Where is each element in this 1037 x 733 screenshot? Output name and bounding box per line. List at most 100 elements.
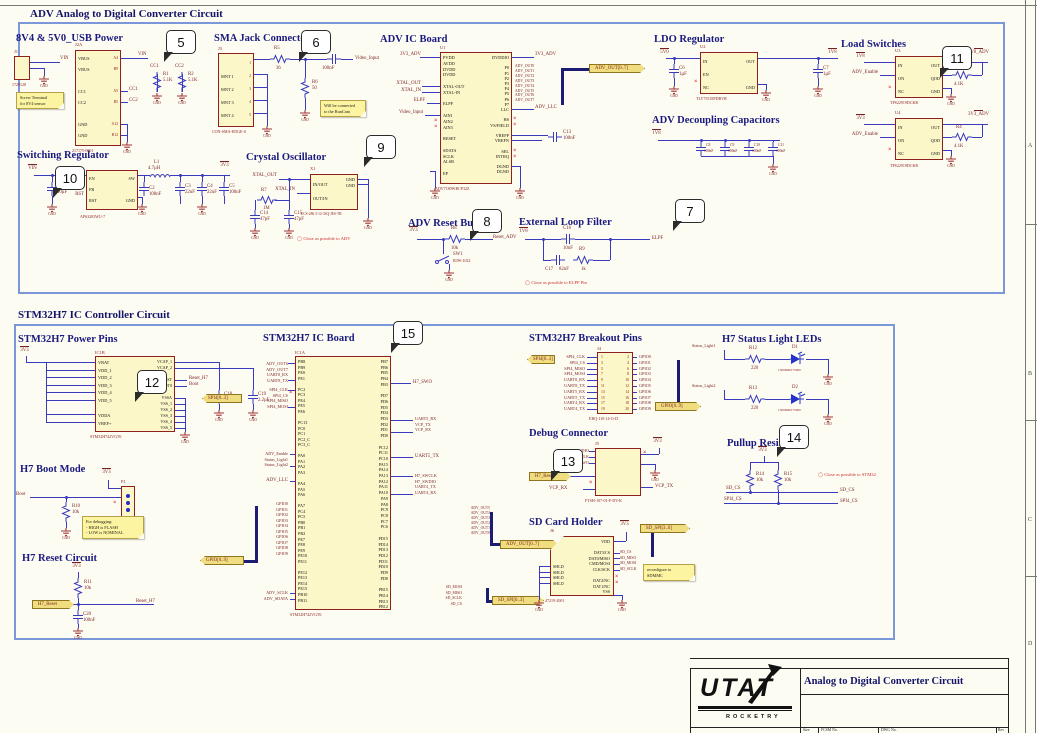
power-flag: 3V3_ADV: [968, 112, 990, 117]
connector-j1[interactable]: [14, 56, 30, 80]
component-ref: C20: [83, 612, 91, 617]
oscillator[interactable]: [310, 174, 358, 210]
module-title: STM32H7 Power Pins: [18, 334, 118, 345]
callout-15[interactable]: 15: [391, 321, 423, 353]
capacitor-symbol[interactable]: [174, 181, 186, 197]
resistor-symbol[interactable]: [269, 54, 291, 64]
capacitor-symbol[interactable]: [138, 181, 150, 197]
module-title: ADV Decoupling Capacitors: [652, 115, 780, 126]
callout-12[interactable]: 12: [135, 370, 167, 402]
capacitor-symbol[interactable]: [668, 63, 680, 79]
resistor-symbol[interactable]: [951, 70, 973, 80]
callout-14[interactable]: 14: [777, 425, 809, 457]
component-ref: X1: [310, 166, 316, 171]
resistor-symbol[interactable]: [745, 469, 755, 491]
net-label: XTAL_IN: [275, 187, 295, 192]
resistor-symbol[interactable]: [152, 71, 162, 93]
sticky-note[interactable]: Screw Terminal for 8V4 sensor: [16, 92, 64, 110]
capacitor-symbol[interactable]: [72, 609, 84, 625]
ic-buck-regulator[interactable]: [86, 170, 138, 210]
led-symbol[interactable]: [789, 391, 806, 405]
ic-load-switch-2[interactable]: [895, 118, 943, 160]
power-flag: 3V3: [20, 348, 29, 353]
connector-usb-c[interactable]: [75, 50, 121, 146]
capacitor-symbol[interactable]: [249, 209, 261, 225]
bus-label-spi4[interactable]: SPI4[0..3]: [202, 394, 242, 403]
capacitor-symbol[interactable]: [550, 254, 566, 266]
bus-label-sd-spi[interactable]: SD_SPI[3..0]: [640, 524, 690, 533]
title-block-line: [818, 727, 819, 733]
capacitor-symbol[interactable]: [326, 53, 342, 65]
component-ref: P1: [121, 479, 126, 484]
callout-6[interactable]: 6: [299, 30, 331, 62]
callout-10[interactable]: 10: [53, 166, 85, 198]
component-value: 100nF: [563, 136, 576, 141]
field-label-size: Size: [803, 728, 810, 732]
junction-dot: [50, 173, 54, 177]
capacitor-symbol[interactable]: [560, 233, 576, 245]
ic-adv7180[interactable]: [440, 52, 512, 184]
net-tag-h7-reset[interactable]: H7_Reset: [32, 600, 74, 609]
field-label-fcsm: FCSM No.: [821, 728, 838, 732]
net-tag-h7-reset[interactable]: H7_Reset: [529, 472, 571, 481]
top-section-title: ADV Analog to Digital Converter Circuit: [30, 8, 223, 20]
led-symbol[interactable]: [789, 351, 806, 365]
callout-11[interactable]: 11: [940, 46, 972, 78]
resistor-symbol[interactable]: [572, 255, 594, 265]
module-title: H7 Boot Mode: [20, 464, 86, 475]
sticky-note[interactable]: For debugging: - HIGH is FLASH - LOW is …: [82, 516, 144, 539]
bus-label-gpio[interactable]: GPIO[0..9]: [655, 402, 701, 411]
component-part: ECS-286.3-12-33Q-JES-TR: [301, 212, 342, 216]
sticky-note[interactable]: Will be connected to the RunCam: [320, 100, 366, 118]
resistor-symbol[interactable]: [73, 577, 83, 599]
callout-8[interactable]: 8: [470, 209, 502, 241]
power-flag: 1V8: [652, 131, 661, 136]
bus-label-adv-out[interactable]: ADV_OUT[0..7]: [589, 64, 645, 73]
capacitor-symbol[interactable]: [812, 63, 824, 79]
ic-stm32h7[interactable]: [295, 356, 391, 610]
pin-numbers: 1 3 5 7 9 11 13 15 17 19: [601, 355, 605, 412]
ic-ldo[interactable]: [700, 52, 758, 94]
net-label: ADV_LLC: [266, 478, 288, 483]
bus-label-spi4[interactable]: SPI4[0..3]: [527, 355, 555, 364]
sticky-note[interactable]: reconfigure to SDMMC: [643, 564, 695, 582]
connector-sd-card[interactable]: [550, 536, 614, 596]
inductor-symbol[interactable]: [149, 172, 171, 178]
resistor-symbol[interactable]: [773, 469, 783, 491]
callout-7[interactable]: 7: [673, 199, 705, 231]
title-block-line: [690, 727, 1008, 728]
zone-letter: A: [1028, 143, 1033, 149]
callout-9[interactable]: 9: [364, 135, 396, 167]
resistor-symbol[interactable]: [61, 501, 71, 523]
module-title: H7 Reset Circuit: [22, 553, 98, 564]
module-switching-regulator: Switching Regulator VIN C1 10µF GND EN F…: [14, 148, 254, 243]
capacitor-symbol[interactable]: [283, 209, 295, 225]
component-value: 220: [751, 406, 759, 411]
callout-13[interactable]: 13: [551, 449, 583, 481]
frame-top-line: [0, 5, 1037, 6]
resistor-symbol[interactable]: [744, 394, 766, 404]
bottom-section-title: STM32H7 IC Controller Circuit: [18, 309, 170, 321]
net-label: ELPF: [652, 236, 664, 241]
pushbutton-symbol[interactable]: [435, 254, 451, 264]
power-flag: 3V3: [620, 522, 629, 527]
capacitor-symbol[interactable]: [547, 131, 563, 143]
resistor-symbol[interactable]: [744, 354, 766, 364]
connector-sma[interactable]: [218, 53, 254, 127]
capacitor-symbol[interactable]: [196, 181, 208, 197]
connector-breakout[interactable]: [597, 352, 633, 414]
capacitor-symbol[interactable]: [218, 181, 230, 197]
resistor-symbol[interactable]: [444, 234, 466, 244]
bus-label-gpio[interactable]: GPIO[0..9]: [200, 556, 244, 565]
callout-5[interactable]: 5: [164, 30, 196, 62]
resistor-symbol[interactable]: [300, 77, 310, 99]
component-ref: C17: [545, 267, 553, 272]
pin-names: IN/OUT OUT/IN: [313, 182, 328, 201]
resistor-symbol[interactable]: [951, 132, 973, 142]
bus-label-sd-spi[interactable]: SD_SPI[0..3]: [492, 596, 544, 605]
connector-debug[interactable]: [595, 448, 641, 496]
component-ref: C15: [294, 211, 302, 216]
resistor-symbol[interactable]: [256, 195, 278, 205]
component-value: 5.1K: [188, 78, 198, 83]
resistor-symbol[interactable]: [177, 71, 187, 93]
